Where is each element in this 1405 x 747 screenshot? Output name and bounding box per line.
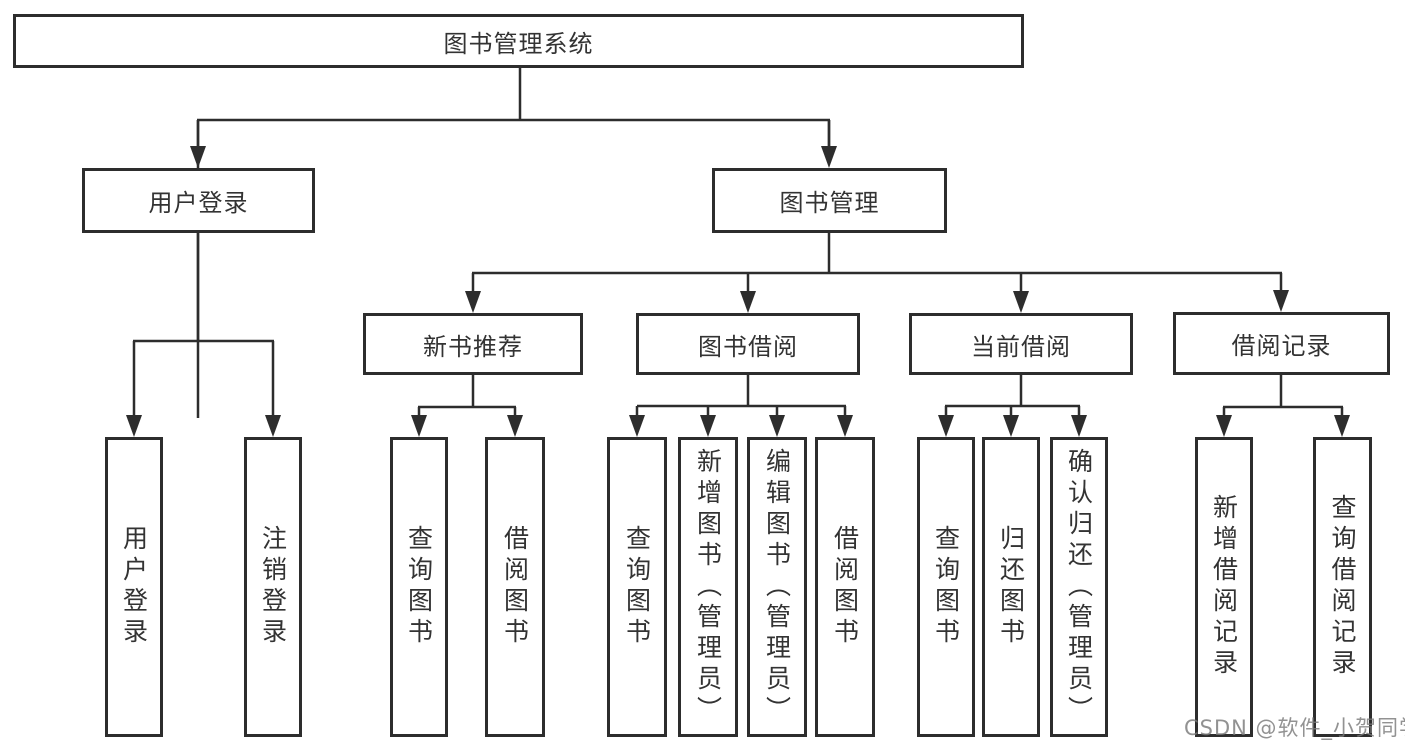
node-label: 编辑图书（管理员） xyxy=(762,447,792,727)
node-label: 注销登录 xyxy=(258,525,288,649)
node-borrowing-records: 借阅记录 xyxy=(1173,312,1390,375)
leaf-confirm-return-admin: 确认归还（管理员） xyxy=(1050,437,1108,737)
node-label: 用户登录 xyxy=(148,189,249,217)
node-label: 借阅记录 xyxy=(1231,332,1332,360)
watermark-text: CSDN @软件_小贺同学 xyxy=(1184,716,1405,740)
node-label: 查询图书 xyxy=(404,525,434,649)
leaf-add-borrow-record: 新增借阅记录 xyxy=(1195,437,1253,737)
node-label: 当前借阅 xyxy=(971,332,1071,361)
node-label: 图书借阅 xyxy=(698,332,798,361)
node-label: 借阅图书 xyxy=(500,525,530,649)
leaf-logout-login: 注销登录 xyxy=(244,437,302,737)
node-label: 用户登录 xyxy=(119,525,149,649)
node-label: 图书管理系统 xyxy=(443,29,594,58)
leaf-query-books-recommend: 查询图书 xyxy=(390,437,448,737)
leaf-user-login: 用户登录 xyxy=(105,437,163,737)
leaf-query-books-current: 查询图书 xyxy=(917,437,975,737)
node-label: 图书管理 xyxy=(779,189,880,217)
leaf-borrow-books-recommend: 借阅图书 xyxy=(485,437,545,737)
node-label: 新增图书（管理员） xyxy=(693,447,723,727)
node-label: 借阅图书 xyxy=(830,525,860,649)
node-label: 归还图书 xyxy=(996,525,1026,649)
leaf-query-borrow-record: 查询借阅记录 xyxy=(1313,437,1372,737)
arrowheads xyxy=(126,146,1350,437)
leaf-add-book-admin: 新增图书（管理员） xyxy=(678,437,738,737)
node-label: 新增借阅记录 xyxy=(1209,494,1239,680)
node-label: 新书推荐 xyxy=(423,332,523,361)
leaf-borrow-books-borrowing: 借阅图书 xyxy=(815,437,875,737)
node-label: 查询图书 xyxy=(931,525,961,649)
leaf-query-books-borrowing: 查询图书 xyxy=(607,437,667,737)
node-label: 查询图书 xyxy=(622,525,652,649)
node-label: 查询借阅记录 xyxy=(1328,494,1357,680)
leaf-edit-book-admin: 编辑图书（管理员） xyxy=(747,437,807,737)
node-library-system: 图书管理系统 xyxy=(13,14,1024,68)
leaf-return-books: 归还图书 xyxy=(982,437,1040,737)
node-book-borrowing: 图书借阅 xyxy=(636,313,860,375)
node-new-book-recommendation: 新书推荐 xyxy=(363,313,583,375)
node-book-management: 图书管理 xyxy=(712,168,947,233)
node-current-borrowing: 当前借阅 xyxy=(909,313,1133,375)
node-user-login: 用户登录 xyxy=(82,168,315,233)
node-label: 确认归还（管理员） xyxy=(1064,447,1094,727)
